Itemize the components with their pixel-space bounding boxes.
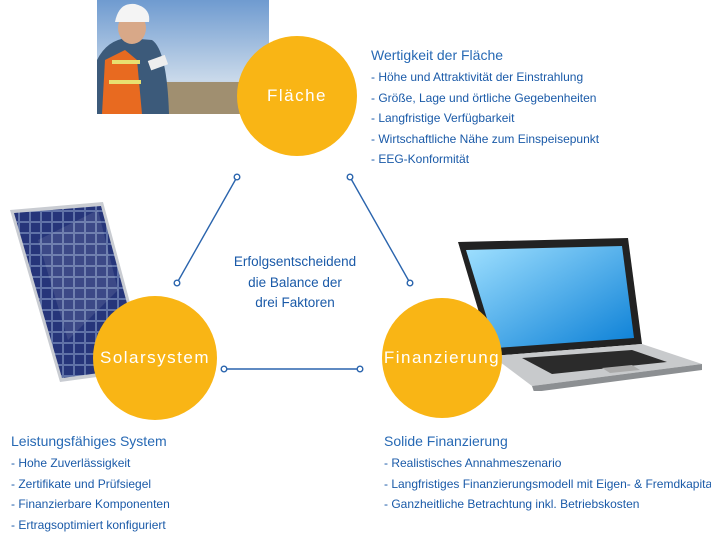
factor-label: Fläche <box>266 86 328 105</box>
list-item: - EEG-Konformität <box>371 152 470 166</box>
factor-label: Solarsystem <box>99 348 211 367</box>
list-item: - Höhe und Attraktivität der Einstrahlun… <box>371 70 584 84</box>
solarsystem-details: Leistungsfähiges System - Hohe Zuverläss… <box>11 431 170 535</box>
center-line: Erfolgsentscheidend <box>233 254 357 269</box>
line-flaeche-solarsystem <box>176 176 238 284</box>
list-item: - Langfristiges Finanzierungsmodell mit … <box>384 476 711 491</box>
center-text: Erfolgsentscheidend die Balance der drei… <box>215 252 375 314</box>
list-item: - Zertifikate und Prüfsiegel <box>11 476 152 491</box>
list-item: - Hohe Zuverlässigkeit <box>11 456 131 470</box>
list-item: - Größe, Lage und örtliche Gegebenheiten <box>371 90 597 105</box>
list-item: - Ganzheitliche Betrachtung inkl. Betrie… <box>384 497 640 511</box>
list-item: - Langfristige Verfügbarkeit <box>371 111 515 125</box>
list-item: - Finanzierbare Komponenten <box>11 497 170 511</box>
center-line: drei Faktoren <box>255 295 335 310</box>
center-line: die Balance der <box>248 274 342 290</box>
list-item: - Wirtschaftliche Nähe zum Einspeisepunk… <box>371 131 600 146</box>
line-flaeche-finanzierung <box>349 176 411 284</box>
solarsystem-heading: Leistungsfähiges System <box>11 433 167 449</box>
flaeche-details: Wertigkeit der Fläche - Höhe und Attrakt… <box>371 45 599 170</box>
finanzierung-heading: Solide Finanzierung <box>384 433 508 449</box>
factor-label: Finanzierung <box>383 348 501 367</box>
flaeche-heading: Wertigkeit der Fläche <box>371 47 504 63</box>
list-item: - Realistisches Annahmeszenario <box>384 456 562 470</box>
finanzierung-details: Solide Finanzierung - Realistisches Anna… <box>384 431 711 515</box>
factor-circle-finanzierung: Finanzierung <box>382 298 502 418</box>
factor-circle-flaeche: Fläche <box>237 36 357 156</box>
laptop-image <box>458 238 702 391</box>
factor-circle-solarsystem: Solarsystem <box>93 296 217 420</box>
list-item: - Ertragsoptimiert konfiguriert <box>11 517 166 532</box>
